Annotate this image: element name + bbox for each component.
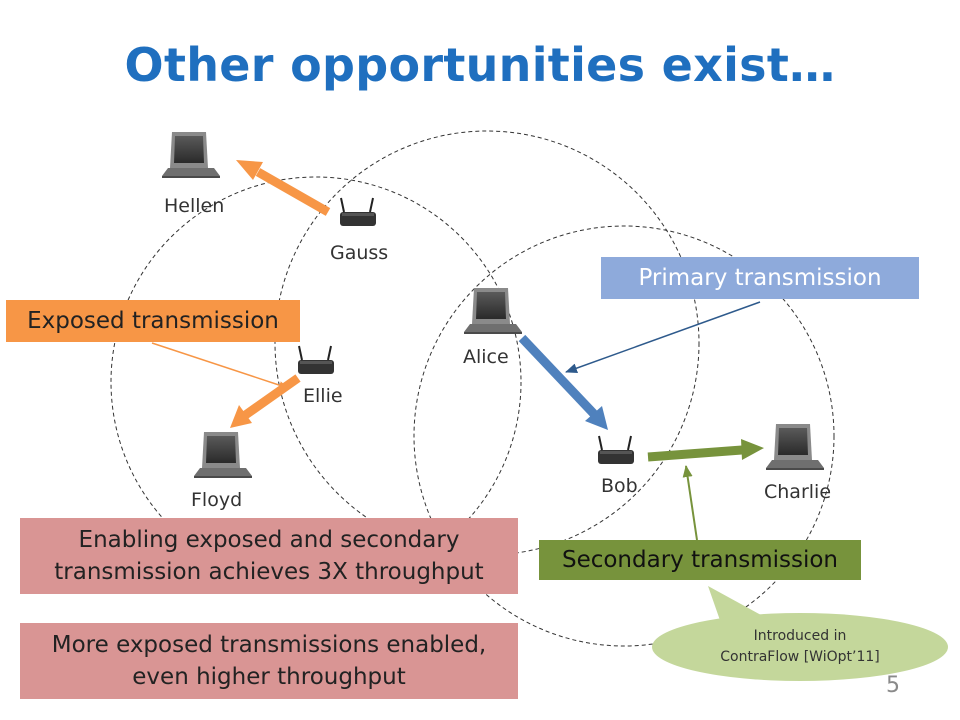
arrow-ellie-to-floyd bbox=[230, 374, 301, 428]
higher-throughput-note: More exposed transmissions enabled, even… bbox=[20, 623, 518, 699]
callout-line-1: Introduced in bbox=[753, 628, 847, 644]
contraflow-callout: Introduced in ContraFlow [WiOpt’11] bbox=[652, 612, 948, 682]
exposed-transmission-label: Exposed transmission bbox=[6, 300, 300, 342]
callout-bubble bbox=[652, 586, 948, 681]
higher-throughput-note-text: More exposed transmissions enabled, even… bbox=[51, 631, 487, 690]
callout-line-2: ContraFlow [WiOpt’11] bbox=[720, 649, 880, 665]
laptop-icon-alice bbox=[464, 288, 522, 334]
arrow-bob-to-charlie bbox=[647, 439, 764, 462]
throughput-3x-note: Enabling exposed and secondary transmiss… bbox=[20, 518, 518, 594]
page-number: 5 bbox=[886, 673, 900, 698]
laptop-icon-hellen bbox=[162, 132, 220, 178]
node-label-ellie: Ellie bbox=[303, 385, 343, 407]
throughput-3x-note-text: Enabling exposed and secondary transmiss… bbox=[54, 526, 484, 585]
node-label-floyd: Floyd bbox=[191, 489, 243, 511]
laptop-icon-charlie bbox=[766, 424, 824, 470]
arrow-alice-to-bob bbox=[518, 334, 608, 430]
node-label-charlie: Charlie bbox=[764, 481, 832, 503]
laptop-icon-floyd bbox=[194, 432, 252, 478]
router-icon-bob bbox=[598, 435, 634, 464]
router-icon-ellie bbox=[298, 345, 334, 374]
page-title: Other opportunities exist… bbox=[124, 38, 836, 92]
pointer-secondary bbox=[682, 465, 698, 541]
pointer-primary bbox=[565, 301, 761, 373]
range-circle-ellie bbox=[110, 176, 522, 588]
pointer-exposed bbox=[151, 342, 289, 389]
node-label-gauss: Gauss bbox=[330, 242, 389, 264]
node-label-alice: Alice bbox=[463, 346, 509, 368]
node-label-bob: Bob bbox=[601, 475, 638, 497]
range-circle-bob bbox=[413, 225, 835, 647]
arrow-gauss-to-hellen bbox=[236, 160, 331, 216]
primary-transmission-label: Primary transmission bbox=[601, 257, 919, 299]
router-icon-gauss bbox=[340, 197, 376, 226]
node-label-hellen: Hellen bbox=[164, 195, 225, 217]
secondary-transmission-label: Secondary transmission bbox=[539, 540, 861, 580]
